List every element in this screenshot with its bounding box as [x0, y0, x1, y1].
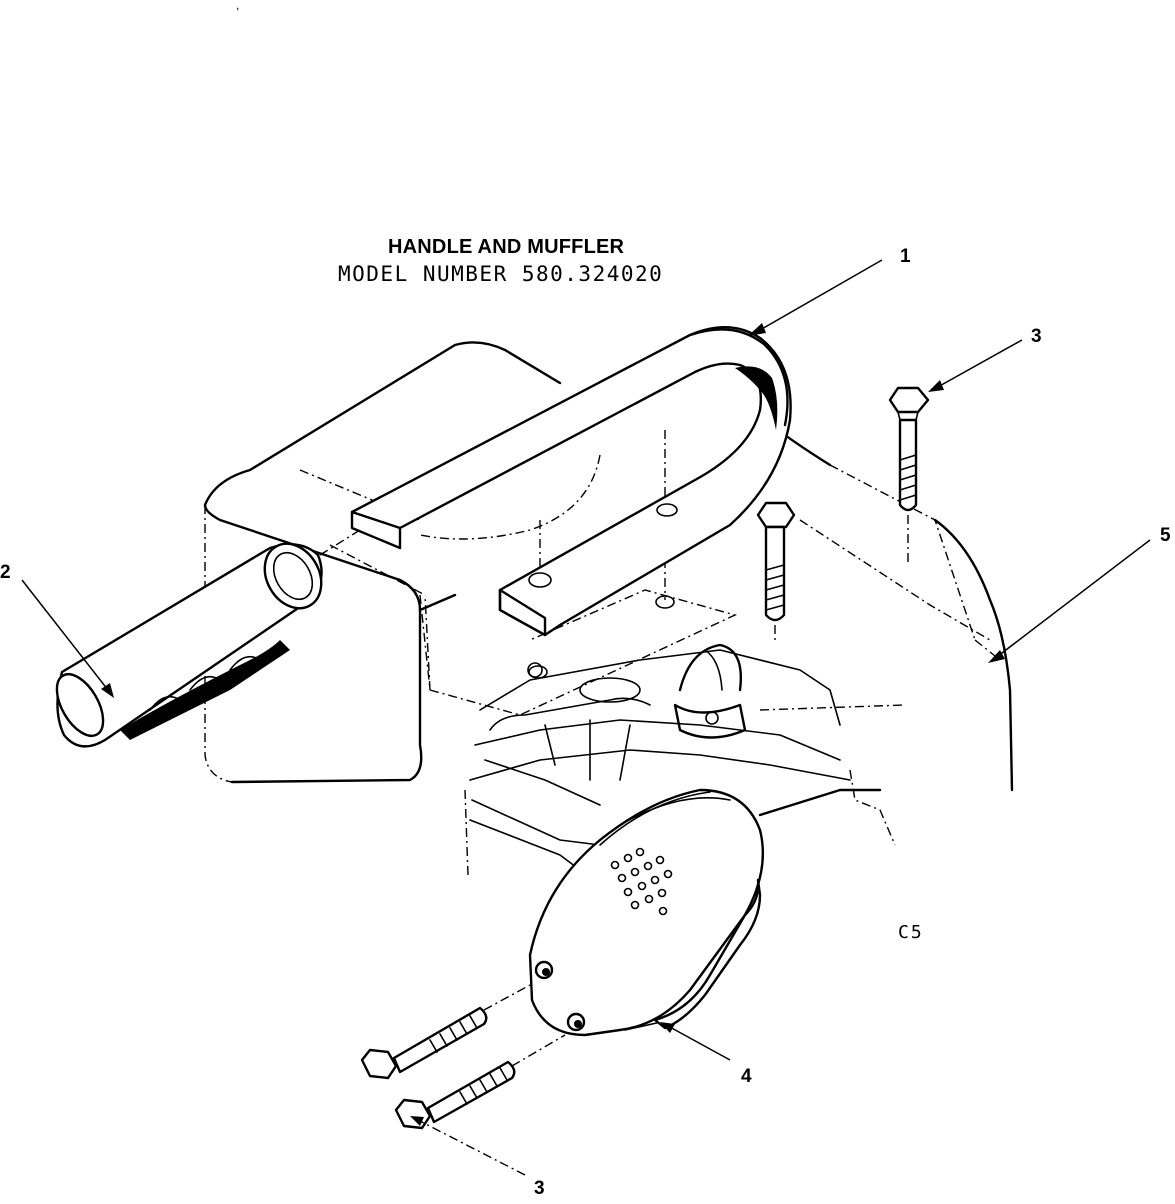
bolt-lower-1	[360, 984, 531, 1080]
bolt-center	[756, 501, 796, 640]
callout-3-lower: 3	[534, 1178, 545, 1199]
leader-1	[748, 259, 883, 336]
mounting-plate	[424, 430, 738, 716]
callout-3-upper: 3	[1031, 326, 1042, 347]
leader-3-lower	[410, 1116, 526, 1176]
leader-2	[21, 579, 114, 698]
callout-4: 4	[741, 1066, 752, 1087]
diagram-subtitle: MODEL NUMBER 580.324020	[338, 262, 664, 286]
leader-4	[660, 1022, 731, 1061]
corner-mark: ,	[236, 0, 240, 12]
engine-housing	[203, 341, 1014, 876]
callout-1: 1	[900, 246, 911, 267]
handle	[350, 325, 792, 637]
leader-5	[988, 539, 1151, 663]
callout-5: 5	[1160, 525, 1171, 546]
callout-2: 2	[0, 562, 11, 583]
engine-block	[469, 643, 851, 871]
diagram-title: HANDLE AND MUFFLER	[388, 236, 625, 258]
grip	[55, 529, 361, 748]
bolt-upper-right	[888, 386, 930, 565]
figure-code: C5	[898, 922, 924, 943]
muffler	[528, 788, 765, 1037]
leader-3-upper	[928, 339, 1023, 392]
